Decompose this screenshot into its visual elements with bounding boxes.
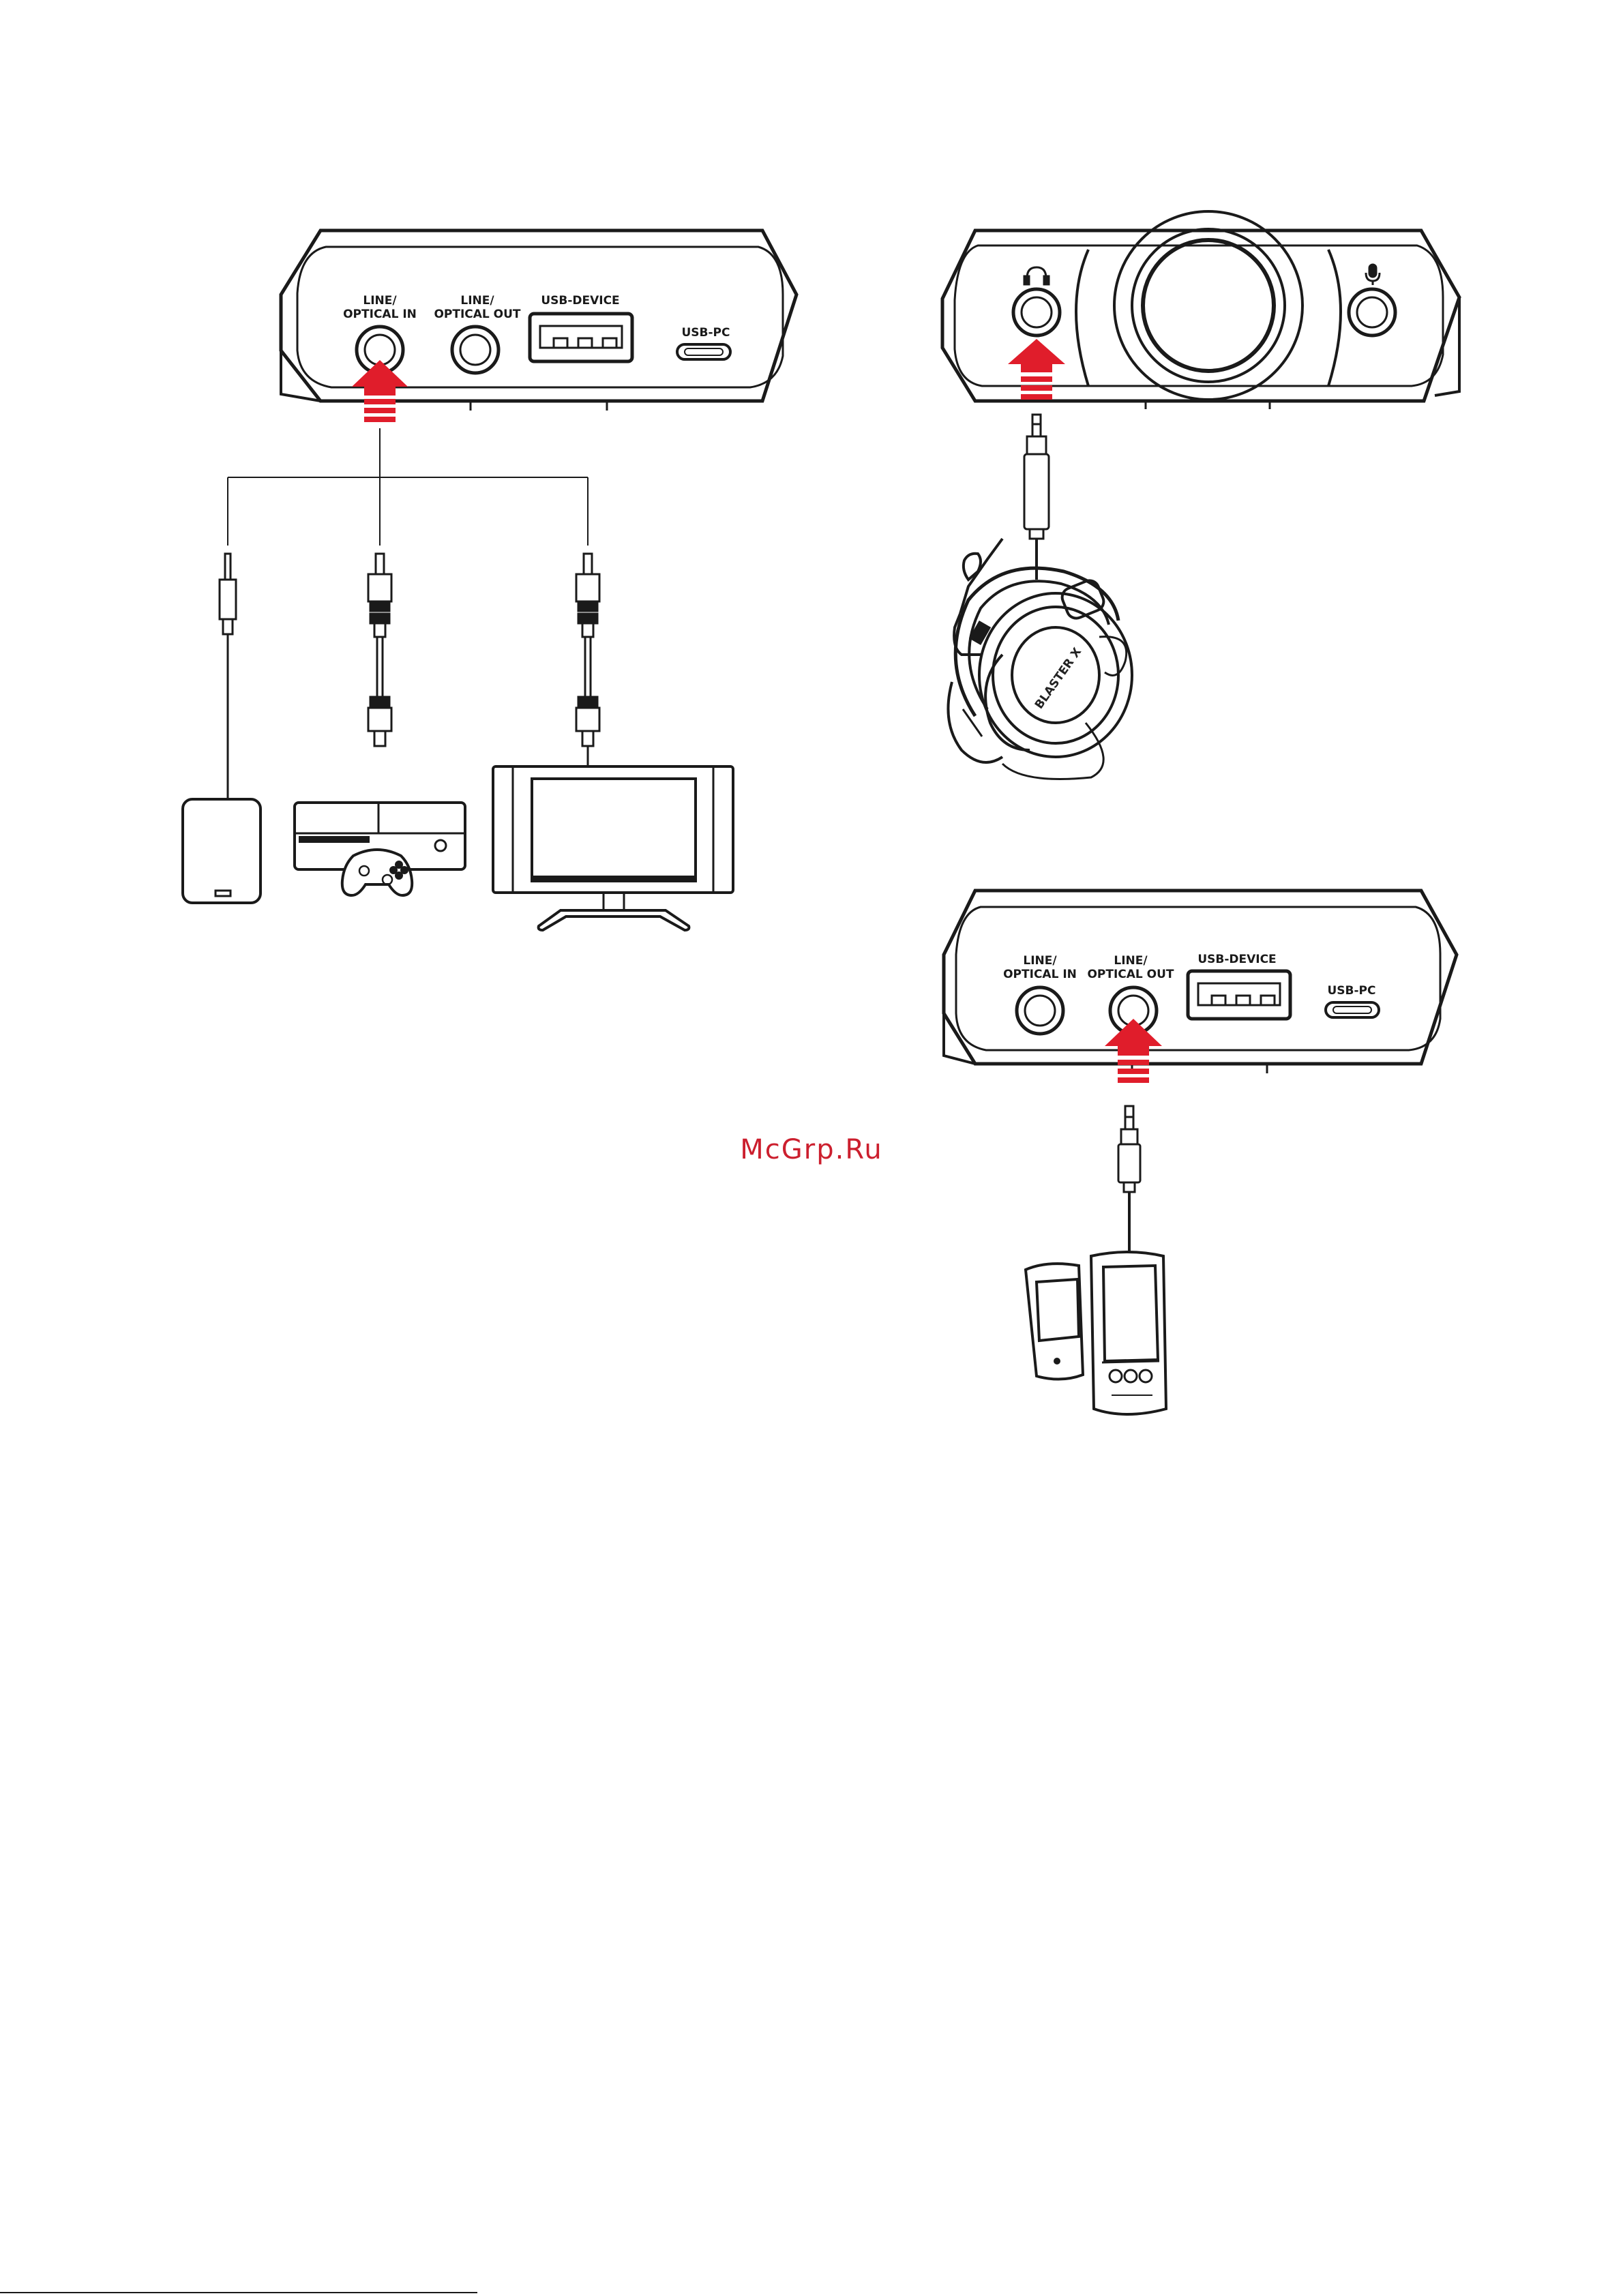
p1-labels: LINE/ OPTICAL IN LINE/ OPTICAL OUT USB-D… [343, 294, 730, 340]
p3-label-line-out-b: OPTICAL OUT [1087, 968, 1174, 981]
p1-plug-3-5mm [220, 554, 236, 799]
p3-label-line-out-a: LINE/ [1114, 954, 1148, 968]
p3-label-line-in-a: LINE/ [1023, 954, 1057, 968]
headset-brand-label: BLASTER X [1032, 645, 1084, 711]
p3-jack-line-in [1017, 987, 1063, 1034]
headphone-icon [1024, 267, 1049, 284]
p3-plug-3-5mm [1118, 1106, 1140, 1253]
p1-branch-lines [228, 428, 588, 546]
p2-plug-3-5mm [1024, 415, 1049, 580]
watermark-text: McGrp.Ru [740, 1134, 882, 1165]
device-front-panel [942, 211, 1459, 409]
tv-display [493, 766, 733, 930]
p1-ports [357, 314, 730, 373]
p3-label-usb-device: USB-DEVICE [1197, 953, 1276, 966]
p1-label-line-out-a: LINE/ [460, 294, 494, 308]
p2-jack-headphone [1013, 289, 1060, 336]
gaming-headset [948, 539, 1132, 779]
tablet-device [183, 799, 260, 903]
p3-label-line-in-b: OPTICAL IN [1003, 968, 1077, 981]
microphone-icon [1366, 265, 1380, 285]
game-console [295, 803, 465, 895]
p3-label-usb-pc: USB-PC [1328, 984, 1376, 998]
p1-jack-line-out-inner [460, 335, 490, 365]
p2-jacks [1013, 289, 1395, 336]
p1-label-line-out-b: OPTICAL OUT [434, 308, 520, 321]
p1-label-line-in-a: LINE/ [363, 294, 397, 308]
device-rear-panel-out [944, 891, 1457, 1073]
desktop-speakers [1026, 1252, 1166, 1414]
p1-plug-optical-tv [576, 554, 599, 766]
p1-label-usb-pc: USB-PC [682, 326, 730, 340]
p1-label-usb-device: USB-DEVICE [541, 294, 619, 308]
p2-arrow [1008, 339, 1065, 400]
p1-label-line-in-b: OPTICAL IN [343, 308, 417, 321]
p1-jack-line-out [452, 327, 498, 373]
p2-jack-mic [1349, 289, 1395, 336]
p1-arrow [352, 360, 408, 422]
p1-plug-optical-console [368, 554, 391, 746]
